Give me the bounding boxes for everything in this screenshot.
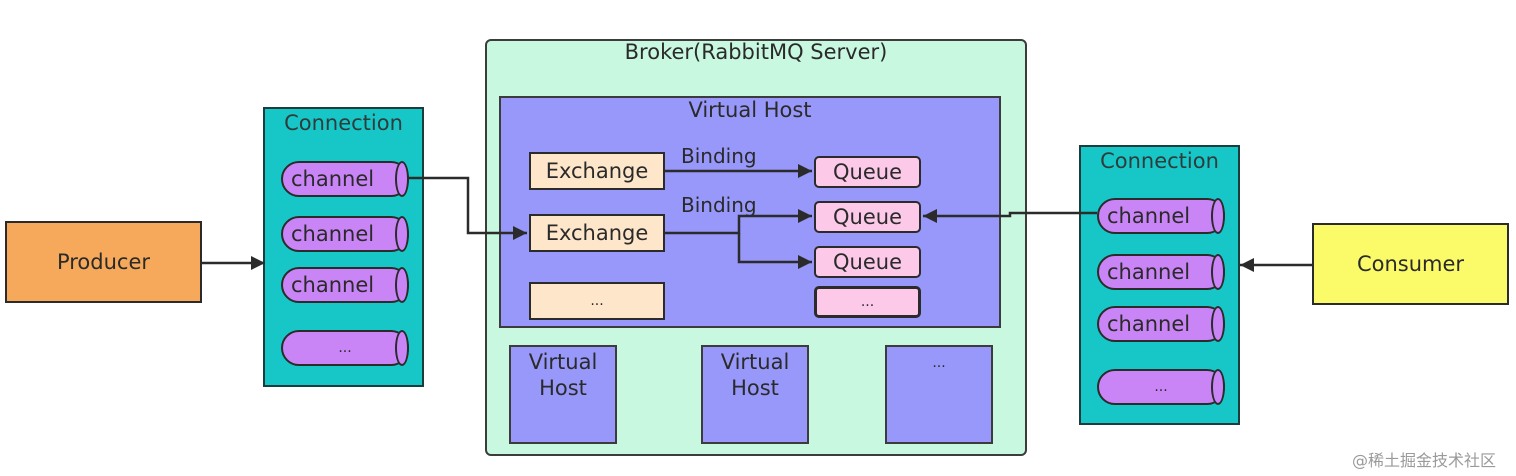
channel-cap-shape — [1211, 306, 1225, 342]
queue-2: Queue — [814, 201, 921, 233]
connection-left-label: Connection — [284, 111, 403, 135]
binding-label-1: Binding — [681, 144, 757, 168]
channel-cap-shape — [395, 267, 409, 303]
arrow-consumer-channel-to-queue2 — [923, 209, 1097, 223]
channel-right-more-label: ... — [1154, 379, 1168, 395]
queue-more: ... — [814, 286, 921, 318]
virtual-host-2-label: Virtual Host — [528, 350, 598, 400]
channel-left-1-label: channel — [291, 167, 375, 191]
exchange-2: Exchange — [529, 214, 665, 252]
channel-right-more: ... — [1097, 369, 1225, 405]
broker-title: Broker(RabbitMQ Server) — [624, 40, 888, 64]
channel-right-3: channel — [1097, 306, 1225, 342]
consumer-box: Consumer — [1312, 223, 1509, 305]
exchange-more: ... — [529, 282, 665, 320]
exchange-1: Exchange — [529, 152, 665, 190]
channel-left-3: channel — [281, 267, 409, 303]
virtual-host-3: Virtual Host — [701, 345, 809, 444]
channel-left-2: channel — [281, 216, 409, 252]
virtual-host-2: Virtual Host — [509, 345, 617, 444]
queue-1: Queue — [814, 156, 921, 188]
channel-left-2-label: channel — [291, 222, 375, 246]
binding-label-2: Binding — [681, 193, 757, 217]
arrow-exchange2-to-queue3 — [737, 233, 812, 269]
channel-right-2: channel — [1097, 254, 1225, 290]
channel-cap-shape — [1211, 369, 1225, 405]
channel-right-1-label: channel — [1107, 204, 1191, 228]
arrow-exchange2-to-queue2 — [665, 209, 812, 235]
channel-left-more: ... — [281, 330, 409, 366]
virtual-host-3-label: Virtual Host — [720, 350, 790, 400]
virtual-host-more-label: ... — [932, 355, 946, 371]
channel-left-1: channel — [281, 161, 409, 197]
channel-right-3-label: channel — [1107, 312, 1191, 336]
connection-left: Connection channel channel channel ... — [263, 107, 424, 387]
virtual-host-title: Virtual Host — [688, 98, 812, 122]
watermark-text: @稀土掘金技术社区 — [1352, 451, 1497, 470]
channel-cap-shape — [395, 216, 409, 252]
channel-left-3-label: channel — [291, 273, 375, 297]
producer-box: Producer — [5, 221, 202, 303]
arrow-channel-to-exchange — [407, 176, 527, 240]
channel-cap-shape — [1211, 198, 1225, 234]
channel-left-more-label: ... — [338, 340, 352, 356]
connection-right-label: Connection — [1100, 149, 1219, 173]
channel-cap-shape — [395, 330, 409, 366]
queue-3: Queue — [814, 246, 921, 278]
channel-right-2-label: channel — [1107, 260, 1191, 284]
channel-right-1: channel — [1097, 198, 1225, 234]
channel-cap-shape — [1211, 254, 1225, 290]
connection-right: Connection channel channel channel ... — [1079, 145, 1240, 425]
virtual-host-more: ... — [885, 345, 993, 444]
